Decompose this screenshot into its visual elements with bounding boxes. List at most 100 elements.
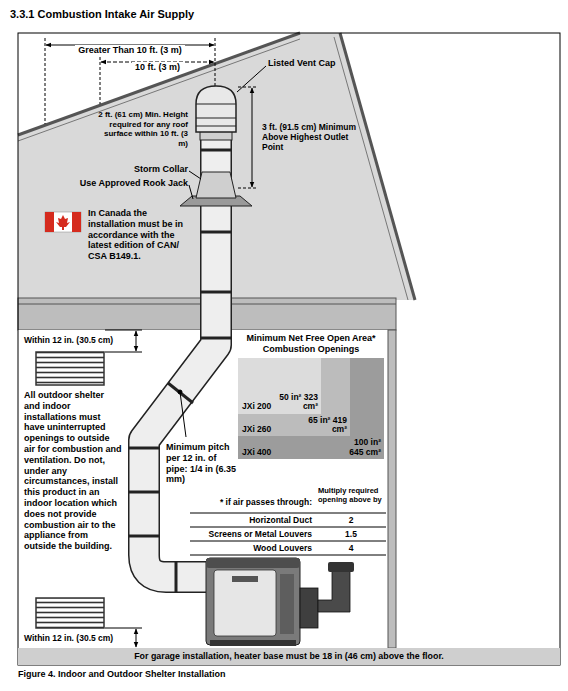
note-band: For garage installation, heater base mus… <box>18 648 560 665</box>
leader-lines <box>237 66 266 92</box>
pool-heater <box>206 558 300 568</box>
text-holder: Listed Vent Cap <box>268 58 368 69</box>
dimension-lines <box>252 88 253 187</box>
house <box>334 37 408 300</box>
text-holder: Wood Louvers <box>190 543 312 553</box>
house <box>340 33 415 300</box>
vent-cap <box>196 126 236 127</box>
vent-pipe <box>200 149 232 152</box>
table-rules <box>190 555 386 556</box>
text-holder: Figure 4. Indoor and Outdoor Shelter Ins… <box>18 669 226 680</box>
pool-heater <box>328 562 354 572</box>
text-holder: Screens or Metal Louvers <box>190 529 312 539</box>
text-holder: 10 ft. (3 m) <box>100 56 215 74</box>
leader-lines <box>189 171 201 179</box>
dimension-label: Greater Than 10 ft. (3 m) <box>75 45 185 56</box>
area-value: 50 in² 323 cm² <box>276 393 318 412</box>
area-box: JXi 200 50 in² 323 cm² JXi 26065 in² 419 c… <box>238 358 384 459</box>
pool-heater <box>206 558 354 646</box>
table-header: * if air passes through: <box>190 497 312 507</box>
text-holder: Within 12 in. (30.5 cm) <box>24 335 132 345</box>
dimension-label: 10 ft. (3 m) <box>132 62 183 73</box>
dimension-label: Within 12 in. (30.5 cm) <box>24 335 132 345</box>
table-cell: Screens or Metal Louvers <box>190 529 312 539</box>
dimension-lines <box>100 57 101 104</box>
vent-pipe <box>128 447 160 450</box>
dimension-lines <box>136 629 137 647</box>
node-holder: For garage installation, heater base mus… <box>18 648 560 665</box>
leader-lines <box>180 392 186 437</box>
openings-panel: Minimum Net Free Open Area* Combustion O… <box>238 333 384 459</box>
figure-frame <box>18 33 560 665</box>
note-text: In Canada the installation must be in ac… <box>88 208 196 262</box>
dimension-lines <box>136 331 137 351</box>
table-rules <box>190 527 386 528</box>
storm-collar <box>196 172 236 198</box>
pool-heater <box>232 576 258 582</box>
node-slot: JXi 200 50 in² 323 cm² <box>238 358 350 414</box>
dimension-lines <box>105 352 142 353</box>
dimension-lines <box>215 38 216 86</box>
canada-flag <box>45 212 54 232</box>
node-footer: JXi 26065 in² 419 cm² <box>238 414 350 437</box>
model-name: JXi 400 <box>242 448 271 457</box>
table-cell: Horizontal Duct <box>190 515 312 525</box>
pool-heater <box>280 574 294 634</box>
vent-cap <box>196 104 236 105</box>
vent-pipe <box>175 561 178 593</box>
pool-heater <box>214 570 276 636</box>
text-holder: Greater Than 10 ft. (3 m) <box>45 39 215 57</box>
table-rules <box>190 513 386 514</box>
canada-flag <box>45 212 81 232</box>
text-holder: Horizontal Duct <box>190 515 312 525</box>
table-header: Multiply required opening above by <box>318 486 386 504</box>
text-holder: Multiply required opening above by <box>318 486 386 504</box>
text-holder: 4 <box>318 543 384 553</box>
dimension-lines <box>105 628 142 629</box>
text-holder: 2 ft. (61 cm) Min. Height required for a… <box>92 110 188 148</box>
note-text: All outdoor shelter and indoor installat… <box>24 390 122 552</box>
band-text: For garage installation, heater base mus… <box>18 651 560 662</box>
note-text: 2 ft. (61 cm) Min. Height required for a… <box>92 110 188 148</box>
table-cell: 4 <box>318 543 384 553</box>
storm-collar <box>180 172 252 206</box>
text-holder: Storm Collar <box>58 164 188 175</box>
node-slot: JXi 200 50 in² 323 cm² JXi 26065 in² 419 c… <box>238 358 384 437</box>
node-footer: JXi 400100 in² 645 cm² <box>238 436 384 459</box>
node-slot: JXi 200 50 in² 323 cm² JXi 26065 in² 419 c… <box>238 358 384 459</box>
dimension-lines <box>45 38 46 124</box>
table-rules <box>190 513 386 555</box>
part-label: Storm Collar <box>58 164 188 175</box>
pool-heater <box>206 558 300 645</box>
part-label: Listed Vent Cap <box>268 58 368 69</box>
canada-flag <box>56 215 70 230</box>
table-cell: 1.5 <box>318 529 384 539</box>
model-name: JXi 260 <box>242 425 271 434</box>
text-holder: 2 <box>318 515 384 525</box>
vent-pipe <box>128 535 160 538</box>
vent-cap <box>196 86 236 132</box>
air-louver <box>36 352 104 385</box>
leader-lines <box>189 185 193 199</box>
vent-pipe <box>200 231 232 234</box>
text-holder: * if air passes through: <box>190 497 312 507</box>
figure-caption: Figure 4. Indoor and Outdoor Shelter Ins… <box>18 669 226 680</box>
vent-cap <box>196 86 236 140</box>
text-holder: 3.3.1 Combustion Intake Air Supply <box>10 8 194 21</box>
house <box>388 330 396 648</box>
canada-flag <box>45 212 81 232</box>
text-holder: All outdoor shelter and indoor installat… <box>24 390 122 552</box>
model-name: JXi 200 <box>242 402 271 411</box>
panel-heading: Minimum Net Free Open Area* Combustion O… <box>238 333 384 358</box>
dimension-label: Within 12 in. (30.5 cm) <box>24 633 132 643</box>
figure-title: 3.3.1 Combustion Intake Air Supply <box>10 8 194 21</box>
dimension-lines <box>105 330 142 331</box>
vent-pipe <box>200 291 232 294</box>
part-label: Use Approved Rook Jack <box>58 178 188 189</box>
canada-flag <box>72 212 81 232</box>
pool-heater <box>300 588 318 628</box>
text-holder: Within 12 in. (30.5 cm) <box>24 633 132 643</box>
vent-pipe <box>128 491 160 494</box>
text-holder: 1.5 <box>318 529 384 539</box>
pool-heater <box>210 640 296 646</box>
